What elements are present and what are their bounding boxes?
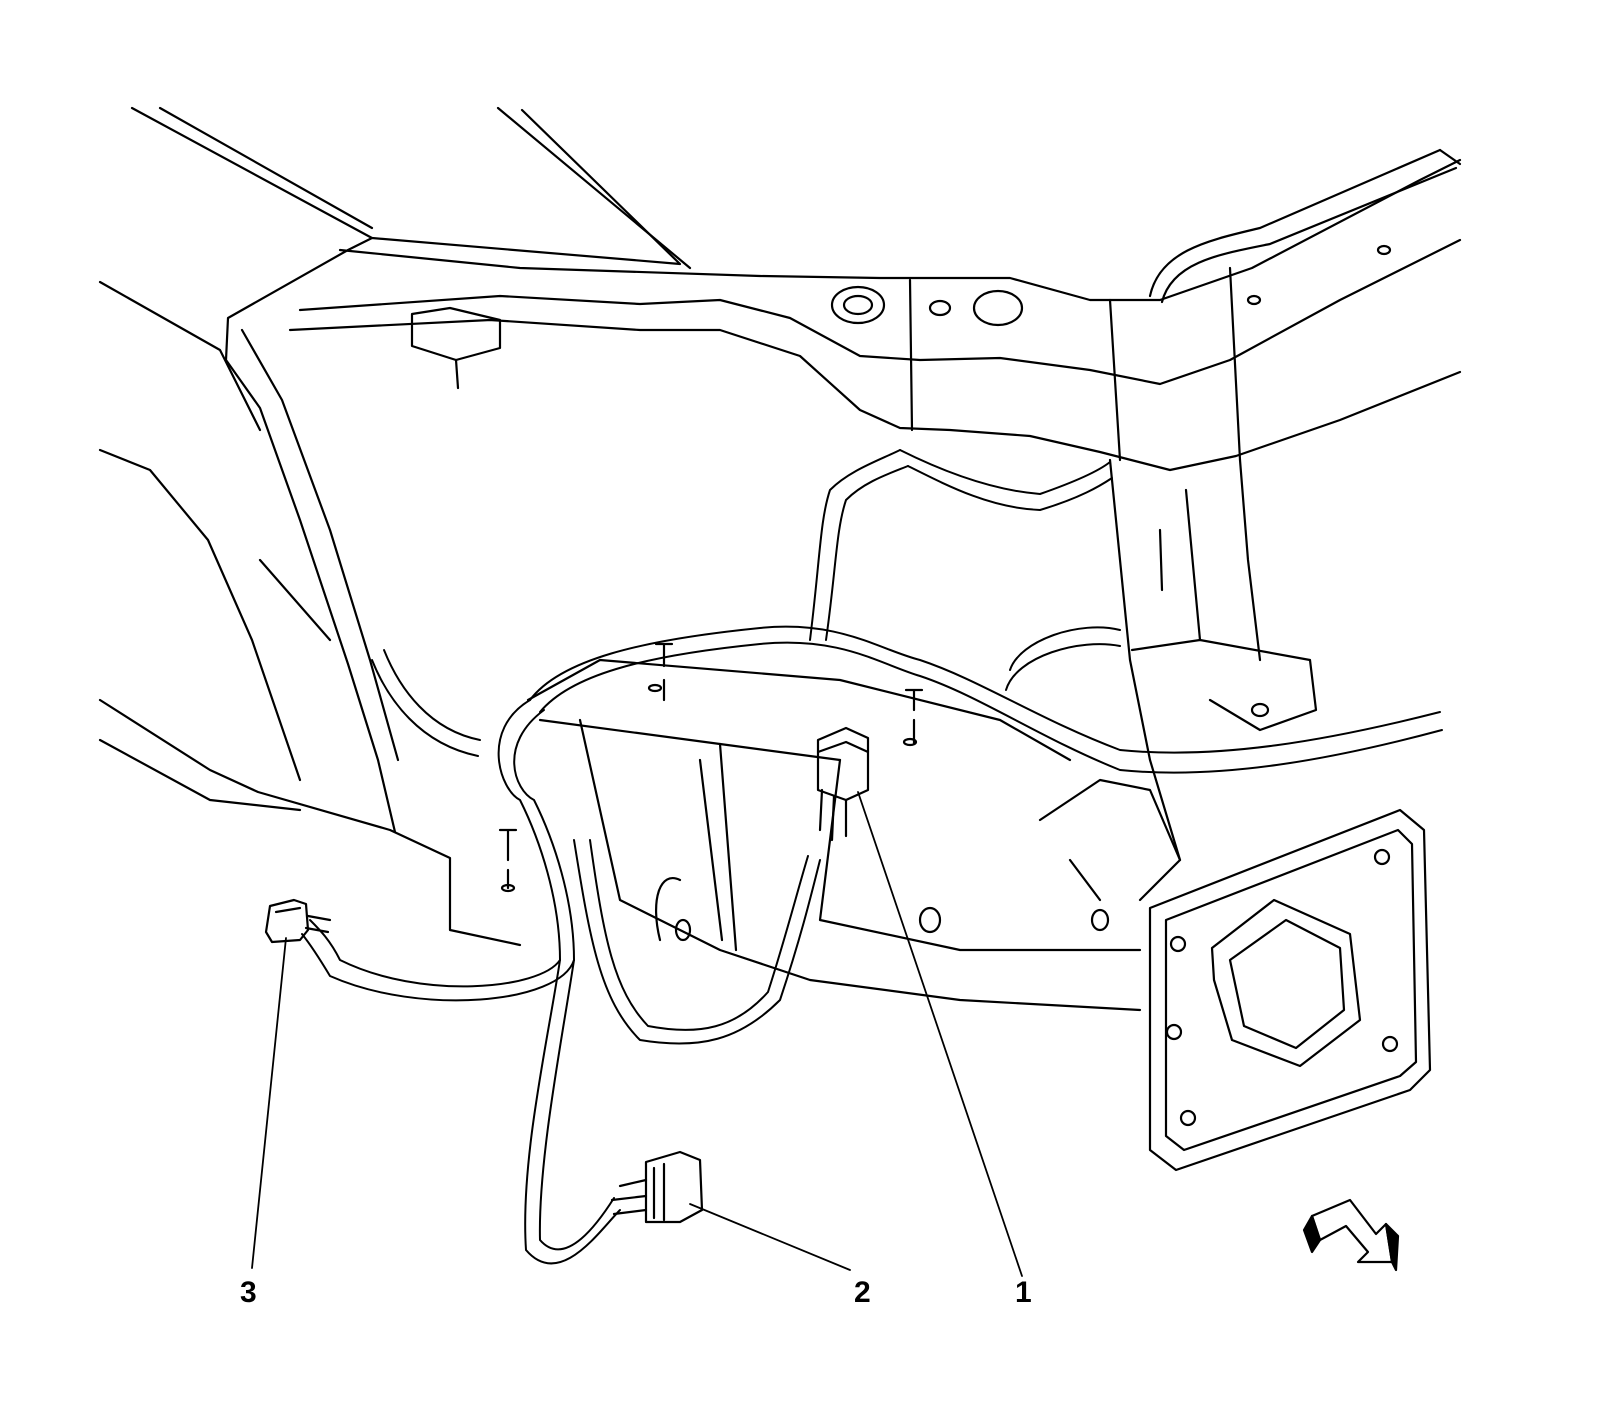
- wiring-harness: [301, 449, 1443, 1265]
- connector-2: [610, 1150, 704, 1224]
- leader-lines: [251, 791, 1023, 1277]
- callout-2: 2: [854, 1276, 871, 1309]
- frame-rail: [526, 658, 1182, 1012]
- view-direction-arrow-icon: [1302, 1198, 1400, 1272]
- vertical-support: [1108, 458, 1318, 862]
- callout-1: 1: [1015, 1276, 1032, 1309]
- callout-3: 3: [240, 1276, 257, 1309]
- upper-crossmember: [288, 158, 1462, 472]
- connector-1: [816, 726, 870, 842]
- harness-clips: [498, 642, 924, 893]
- upper-right-harness: [1148, 148, 1462, 304]
- hitch-plate: [1148, 808, 1432, 1172]
- connector-upper: [410, 306, 502, 390]
- connector-3: [264, 898, 332, 944]
- body-panel: [98, 106, 692, 947]
